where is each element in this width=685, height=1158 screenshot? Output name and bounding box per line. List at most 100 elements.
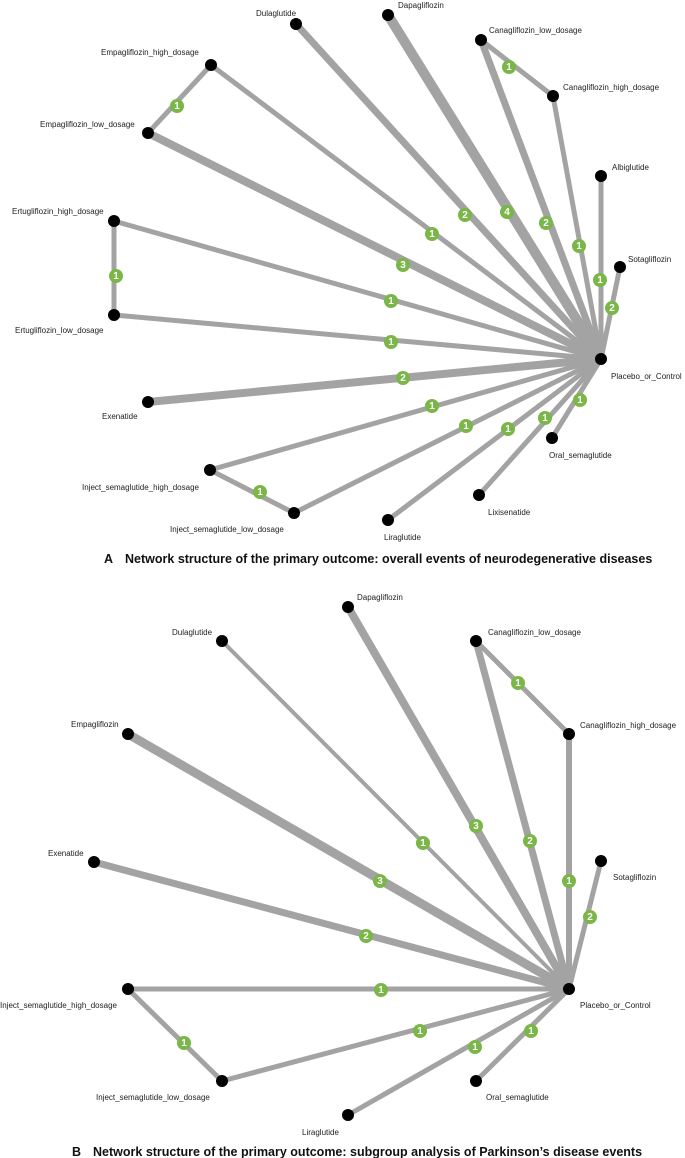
panel-a-badge-circle xyxy=(253,485,267,499)
panel-b-edge-inject-semaglutide-low-dosage-to-placebo-or-control xyxy=(221,986,570,1084)
panel-a-node-canagliflozin-low-dosage xyxy=(475,34,487,46)
panel-b-badge-circle xyxy=(583,910,597,924)
panel-a-node-label-albiglutide: Albiglutide xyxy=(612,163,649,172)
panel-a-node-oral-semaglutide xyxy=(546,432,558,444)
panel-a-badge-circle xyxy=(539,216,553,230)
panel-a-node-canagliflozin-high-dosage xyxy=(547,90,559,102)
panel-a-node-placebo-or-control xyxy=(595,353,607,365)
panel-b-node-label-inject-semaglutide-low-dosage: Inject_semaglutide_low_dosage xyxy=(96,1093,210,1102)
panel-b-badge-circle xyxy=(413,1024,427,1038)
panel-a-badge-count: 2 xyxy=(462,210,468,221)
panel-a-node-label-sotagliflozin: Sotagliflozin xyxy=(628,255,671,264)
panel-a-badge-count: 1 xyxy=(257,487,263,498)
panel-b-badge-count: 1 xyxy=(566,876,572,887)
panel-b-badge-count: 1 xyxy=(181,1038,187,1049)
panel-a-badge-count: 1 xyxy=(542,413,548,424)
panel-a-node-label-oral-semaglutide: Oral_semaglutide xyxy=(549,451,612,460)
panel-a-edge-count-badge: 2 xyxy=(396,371,410,385)
panel-a-badge-count: 1 xyxy=(388,337,394,348)
panel-a-badge-circle xyxy=(425,227,439,241)
panel-a-edge-count-badge: 1 xyxy=(253,485,267,499)
panel-b-edge-liraglutide-to-placebo-or-control xyxy=(346,986,571,1118)
panel-a-edge-inject-semaglutide-low-dosage-to-placebo-or-control xyxy=(292,356,603,516)
panel-a-edge-empagliflozin-high-dosage-to-empagliflozin-low-dosage xyxy=(146,63,213,135)
panel-b-badge-count: 1 xyxy=(417,1026,423,1037)
panel-b-edge-count-badge: 1 xyxy=(562,874,576,888)
panel-a-edge-count-badge: 1 xyxy=(538,411,552,425)
panel-b-badge-circle xyxy=(416,836,430,850)
panel-a-badge-circle xyxy=(458,208,472,222)
panel-a-edge-count-badge: 1 xyxy=(593,273,607,287)
panel-b-badge-count: 1 xyxy=(378,985,384,996)
panel-b-node-label-placebo-or-control: Placebo_or_Control xyxy=(580,1001,651,1010)
panel-b-edge-exenatide-to-placebo-or-control xyxy=(93,858,570,993)
panel-b-badge-circle xyxy=(177,1036,191,1050)
panel-a-badge-count: 1 xyxy=(174,101,180,112)
panel-b-node-inject-semaglutide-high-dosage xyxy=(122,983,134,995)
panel-b-edge-count-badge: 1 xyxy=(374,983,388,997)
panel-a-badge-count: 2 xyxy=(609,303,615,314)
panel-b-badge-circle xyxy=(511,676,525,690)
panel-a-badge-count: 1 xyxy=(597,275,603,286)
panel-b-node-label-canagliflozin-low-dosage: Canagliflozin_low_dosage xyxy=(488,628,582,637)
panel-a-node-ertugliflozin-low-dosage xyxy=(108,309,120,321)
panel-a-badge-circle xyxy=(502,60,516,74)
panel-b-badge-circle xyxy=(373,874,387,888)
panel-a-edge-canagliflozin-high-dosage-to-placebo-or-control xyxy=(550,95,604,360)
panel-a-node-exenatide xyxy=(142,396,154,408)
panel-a-badge-circle xyxy=(500,205,514,219)
panel-a-edge-count-badge: 1 xyxy=(572,239,586,253)
panel-a-node-label-ertugliflozin-low-dosage: Ertugliflozin_low_dosage xyxy=(15,326,104,335)
panel-a-node-label-empagliflozin-low-dosage: Empagliflozin_low_dosage xyxy=(40,120,135,129)
panel-b-badge-count: 1 xyxy=(528,1026,534,1037)
panel-a-badge-circle xyxy=(459,419,473,433)
panel-b-node-sotagliflozin xyxy=(595,855,607,867)
panel-b-edges xyxy=(93,604,604,1118)
panel-b-node-dapagliflozin xyxy=(342,601,354,613)
panel-a-node-label-exenatide: Exenatide xyxy=(102,412,138,421)
panel-a-edge-inject-semaglutide-high-dosage-to-placebo-or-control xyxy=(209,356,602,473)
panel-a-badge-circle xyxy=(573,393,587,407)
panel-a-node-labels: DulaglutideDapagliflozinCanagliflozin_lo… xyxy=(12,1,682,542)
panel-a-badge-circle xyxy=(109,269,123,283)
panel-a-edges xyxy=(111,12,623,522)
panel-a-badge-circle xyxy=(396,371,410,385)
panel-a-badge-count: 3 xyxy=(400,260,406,271)
panel-a-edge-count-badge: 1 xyxy=(384,294,398,308)
panel-b-edge-count-badge: 2 xyxy=(523,834,537,848)
panel-a-badge-count: 1 xyxy=(506,62,512,73)
panel-a-badge-circle xyxy=(501,422,515,436)
panel-a-node-ertugliflozin-high-dosage xyxy=(108,215,120,227)
panel-b-badge-count: 1 xyxy=(472,1042,478,1053)
panel-b-node-label-exenatide: Exenatide xyxy=(48,849,84,858)
panel-a-edge-inject-semaglutide-high-dosage-to-inject-semaglutide-low-dosage xyxy=(208,467,296,516)
panel-a-caption-text: Network structure of the primary outcome… xyxy=(125,552,652,566)
panel-b-node-empagliflozin xyxy=(122,728,134,740)
panel-b-node-label-dapagliflozin: Dapagliflozin xyxy=(357,593,403,602)
panel-b-badge-circle xyxy=(562,874,576,888)
panel-a-badge-count: 1 xyxy=(577,395,583,406)
panel-b-badge-circle xyxy=(468,1040,482,1054)
panel-a-edge-count-badge: 4 xyxy=(500,205,514,219)
panel-a-badge-circle xyxy=(170,99,184,113)
panel-a-edge-count-badge: 1 xyxy=(170,99,184,113)
panel-b-edge-empagliflozin-to-placebo-or-control xyxy=(125,730,572,993)
panel-a-badge-circle xyxy=(425,399,439,413)
panel-b-edge-dulaglutide-to-placebo-or-control xyxy=(220,639,571,991)
panel-b-edge-count-badge: 2 xyxy=(359,929,373,943)
panel-b-node-label-dulaglutide: Dulaglutide xyxy=(172,628,213,637)
panel-a-node-label-lixisenatide: Lixisenatide xyxy=(488,508,531,517)
panel-a-badge-circle xyxy=(384,294,398,308)
panel-b-badge-circle xyxy=(523,834,537,848)
panel-a-badge-circle xyxy=(593,273,607,287)
panel-b-node-canagliflozin-low-dosage xyxy=(470,635,482,647)
panel-b-node-placebo-or-control xyxy=(563,983,575,995)
panel-a-badge-count: 1 xyxy=(429,401,435,412)
panel-a-node-sotagliflozin xyxy=(614,261,626,273)
panel-a-node-label-placebo-or-control: Placebo_or_Control xyxy=(611,372,682,381)
panel-a-edge-count-badge: 1 xyxy=(425,399,439,413)
panel-b-edge-inject-semaglutide-high-dosage-to-inject-semaglutide-low-dosage xyxy=(126,987,224,1083)
